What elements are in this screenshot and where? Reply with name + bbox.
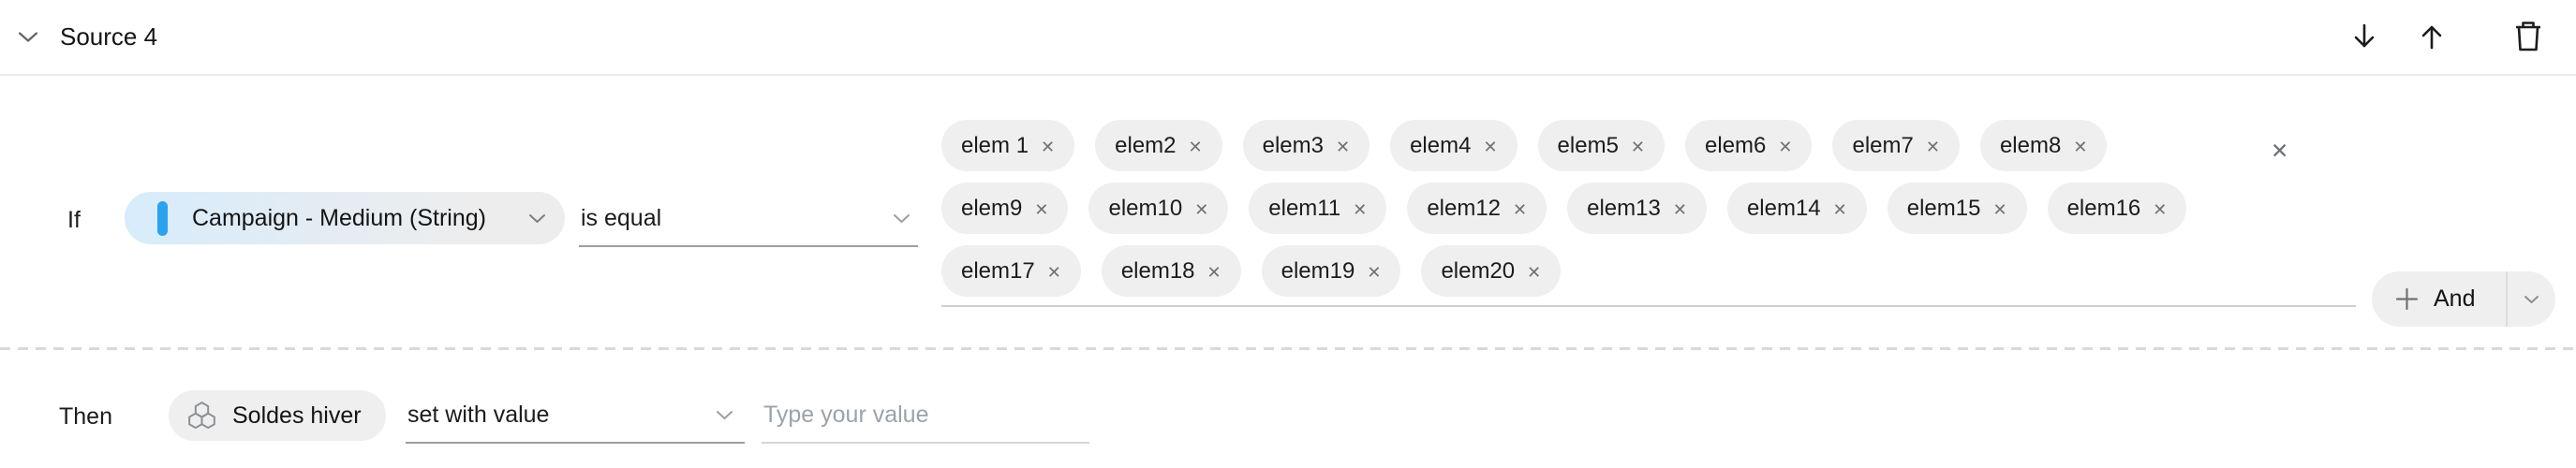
move-down-button[interactable] — [2346, 18, 2383, 55]
value-input[interactable] — [762, 388, 1089, 442]
action-value-field — [762, 388, 1089, 444]
value-chip: elem16 ✕ — [2047, 183, 2187, 234]
plus-icon — [2394, 286, 2420, 312]
value-chip: elem13 ✕ — [1567, 183, 1707, 234]
delete-button[interactable] — [2509, 18, 2547, 55]
condition-operator-label: is equal — [581, 205, 662, 231]
value-chip: elem19 ✕ — [1261, 245, 1401, 297]
chip-label: elem13 — [1587, 195, 1661, 221]
chip-label: elem 1 — [961, 132, 1029, 158]
chip-row: elem9✕elem10✕elem11✕elem12✕elem13✕elem14… — [941, 183, 2356, 234]
chevron-down-icon — [893, 213, 910, 224]
condition-field-select[interactable]: Campaign - Medium (String) — [125, 192, 565, 244]
value-chip: elem4 ✕ — [1390, 120, 1517, 171]
action-target-label: Soldes hiver — [232, 402, 362, 429]
collapse-button[interactable] — [13, 22, 43, 51]
chevron-down-icon — [716, 410, 733, 420]
value-chip: elem2 ✕ — [1095, 120, 1222, 171]
chip-label: elem3 — [1262, 132, 1324, 158]
source-title: Source 4 — [60, 22, 158, 51]
value-chip: elem5 ✕ — [1537, 120, 1666, 171]
field-accent-bar — [157, 200, 168, 236]
chip-label: elem12 — [1427, 195, 1502, 221]
action-target-select[interactable]: Soldes hiver — [169, 390, 386, 441]
condition-values-field[interactable]: elem 1✕elem2✕elem3✕elem4✕elem5✕elem6✕ele… — [941, 120, 2356, 307]
chip-label: elem6 — [1705, 132, 1767, 158]
chip-remove-icon[interactable]: ✕ — [1513, 199, 1528, 219]
chip-remove-icon[interactable]: ✕ — [1630, 137, 1646, 156]
action-operation-select[interactable]: set with value — [406, 388, 745, 444]
values-field-rows: elem 1✕elem2✕elem3✕elem4✕elem5✕elem6✕ele… — [941, 120, 2356, 297]
chip-label: elem8 — [1999, 132, 2062, 158]
chip-label: elem9 — [961, 195, 1023, 221]
value-chip: elem20 ✕ — [1421, 245, 1562, 297]
chip-label: elem20 — [1441, 257, 1516, 284]
chip-label: elem11 — [1268, 195, 1341, 221]
chip-remove-icon[interactable]: ✕ — [1194, 199, 1209, 219]
chip-label: elem10 — [1108, 195, 1183, 221]
and-options-chevron[interactable] — [2508, 271, 2555, 327]
chip-label: elem17 — [961, 257, 1035, 284]
chip-remove-icon[interactable]: ✕ — [1034, 199, 1049, 219]
condition-field-label: Campaign - Medium (String) — [192, 204, 486, 231]
chip-remove-icon[interactable]: ✕ — [1335, 137, 1351, 156]
arrow-up-icon — [2414, 19, 2450, 54]
clear-values-icon[interactable]: ✕ — [2271, 139, 2289, 163]
value-chip: elem7 ✕ — [1832, 120, 1960, 171]
chip-label: elem4 — [1410, 132, 1472, 158]
source-header: Source 4 — [0, 0, 2576, 76]
trash-icon — [2510, 18, 2546, 55]
chevron-down-icon — [528, 213, 546, 224]
value-chip: elem6 ✕ — [1685, 120, 1813, 171]
chip-label: elem7 — [1852, 132, 1914, 158]
chip-label: elem5 — [1557, 132, 1619, 158]
arrow-down-icon — [2347, 19, 2382, 54]
then-label: Then — [59, 403, 112, 430]
value-chip: elem18 ✕ — [1101, 245, 1241, 297]
value-chip: elem9 ✕ — [941, 183, 1069, 234]
and-button-divider — [2506, 271, 2508, 327]
value-chip: elem8 ✕ — [1979, 120, 2108, 171]
chip-remove-icon[interactable]: ✕ — [1188, 137, 1203, 156]
chip-remove-icon[interactable]: ✕ — [1367, 262, 1382, 282]
chip-remove-icon[interactable]: ✕ — [1778, 137, 1793, 156]
value-chip: elem14 ✕ — [1726, 183, 1867, 234]
chip-remove-icon[interactable]: ✕ — [1207, 262, 1221, 282]
value-chip: elem 1 ✕ — [941, 120, 1075, 171]
value-chip: elem3 ✕ — [1242, 120, 1370, 171]
if-label: If — [67, 207, 81, 233]
chip-remove-icon[interactable]: ✕ — [1672, 199, 1687, 219]
chip-remove-icon[interactable]: ✕ — [1046, 262, 1061, 282]
hexagon-cluster-icon — [185, 401, 219, 431]
chip-label: elem14 — [1746, 195, 1821, 221]
move-up-button[interactable] — [2413, 18, 2450, 55]
chip-remove-icon[interactable]: ✕ — [1925, 137, 1940, 156]
and-button-label: And — [2434, 285, 2476, 312]
chip-remove-icon[interactable]: ✕ — [1527, 262, 1542, 282]
chip-row: elem 1✕elem2✕elem3✕elem4✕elem5✕elem6✕ele… — [941, 120, 2356, 171]
chip-label: elem15 — [1906, 195, 1981, 221]
section-dashed-divider — [0, 347, 2576, 350]
chip-remove-icon[interactable]: ✕ — [1041, 137, 1056, 156]
chip-remove-icon[interactable]: ✕ — [1832, 199, 1847, 219]
chip-label: elem19 — [1281, 257, 1355, 284]
chip-row: elem17 ✕ elem18 ✕ elem19 ✕ elem20 ✕ — [941, 245, 2356, 297]
chip-remove-icon[interactable]: ✕ — [1992, 199, 2007, 219]
condition-operator-select[interactable]: is equal — [579, 192, 918, 247]
add-and-condition-button[interactable]: And — [2372, 271, 2555, 327]
chip-remove-icon[interactable]: ✕ — [1353, 199, 1368, 219]
value-chip: elem11 ✕ — [1249, 183, 1387, 234]
chip-remove-icon[interactable]: ✕ — [2153, 199, 2168, 219]
chip-label: elem16 — [2066, 195, 2141, 221]
chevron-down-icon — [18, 31, 38, 43]
chip-label: elem2 — [1115, 132, 1177, 158]
value-chip: elem12 ✕ — [1407, 183, 1547, 234]
chip-remove-icon[interactable]: ✕ — [2073, 137, 2088, 156]
value-chip: elem17 ✕ — [941, 245, 1081, 297]
chip-label: elem18 — [1120, 257, 1195, 284]
chip-remove-icon[interactable]: ✕ — [1483, 137, 1498, 156]
value-chip: elem10 ✕ — [1088, 183, 1229, 234]
action-operation-label: set with value — [407, 402, 550, 428]
value-chip: elem15 ✕ — [1887, 183, 2027, 234]
